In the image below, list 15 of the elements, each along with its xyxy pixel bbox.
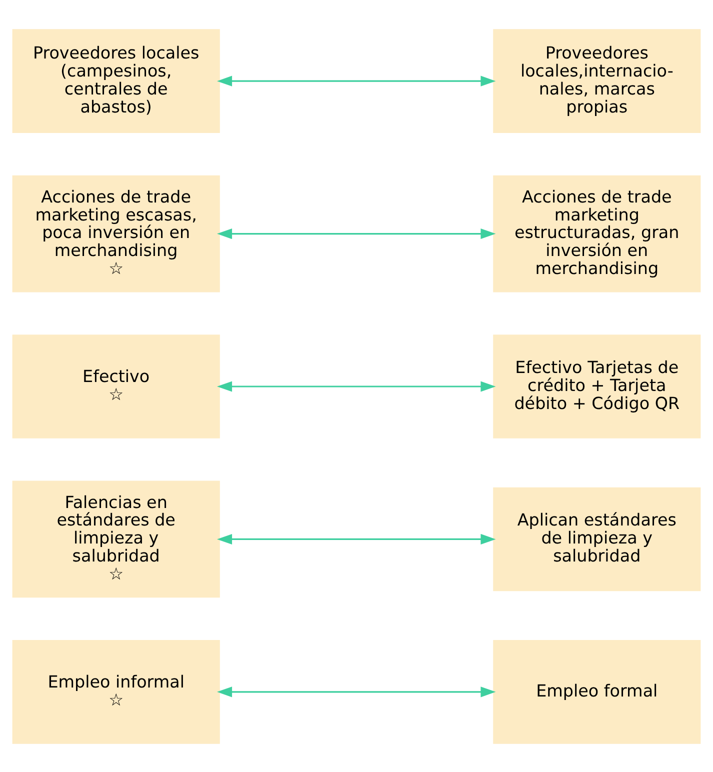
node-box: Acciones de trade marketing escasas, poca inversión en merchandising ☆ — [12, 174, 220, 292]
arrow — [217, 228, 496, 239]
arrow — [216, 686, 496, 697]
arrow — [216, 380, 496, 392]
node-box: Efectivo ☆ — [12, 334, 220, 438]
node-box: Falencias en estándares de limpieza y salubridad ☆ — [12, 480, 220, 598]
node-box: Efectivo Tarjetas de crédito + Tarjeta débito + Código QR — [493, 334, 701, 438]
node-box: Aplican estándares de limpieza y salubridad — [493, 486, 701, 591]
node-box: Acciones de trade marketing estructuradas, gran inversión en merchandising — [493, 174, 701, 292]
arrow — [217, 533, 496, 544]
node-box: Proveedores locales (campesinos, centrales de abastos) — [12, 28, 220, 132]
node-box: Empleo formal — [493, 640, 701, 744]
arrow — [216, 75, 496, 86]
node-box: Proveedores locales,internacio-nales, marcas propias — [493, 28, 701, 132]
node-box: Empleo informal ☆ — [12, 640, 220, 744]
